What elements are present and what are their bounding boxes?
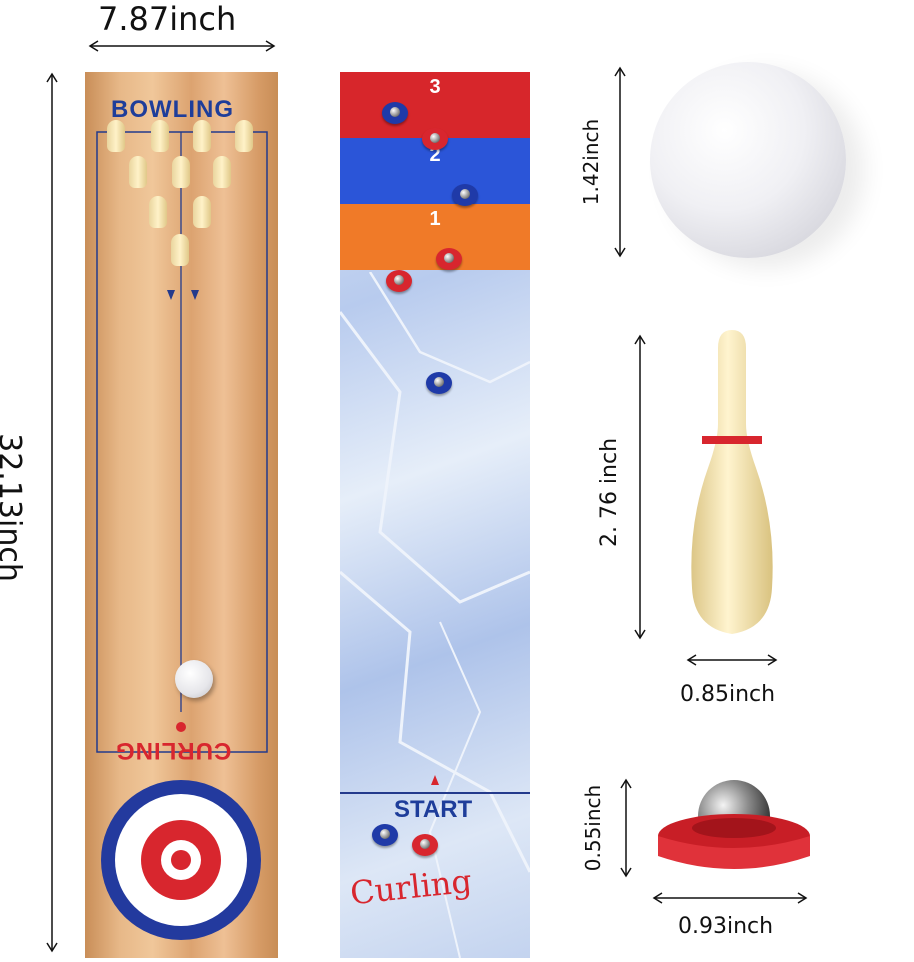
bowling-title: BOWLING [111,96,234,123]
ball-diameter-label: 1.42inch [579,118,604,206]
board-length-label: 32.13inch [0,433,27,582]
puck-height-arrow [616,776,636,880]
pin-width-arrow [684,652,780,668]
pin-icon [213,156,231,188]
pin-icon [235,120,253,152]
board-width-label: 7.87inch [98,0,237,38]
ball-height-arrow [610,64,630,260]
puck-icon [426,372,452,394]
curling-board: 3 2 1 START Curling [340,72,530,958]
puck-icon [412,834,438,856]
pin-height-arrow [630,332,650,642]
zone-3-label: 3 [429,76,441,98]
ice-crack-lines [340,272,530,958]
pin-width-label: 0.85inch [680,682,776,707]
curling-label: CURLING [115,737,232,764]
pin-icon [172,156,190,188]
start-marker-icon [431,775,439,785]
pin-icon [129,156,147,188]
pin-icon [151,120,169,152]
puck-icon [386,270,412,292]
puck-detail-image [650,778,820,878]
puck-width-label: 0.93inch [678,914,774,939]
puck-icon [452,184,478,206]
puck-icon [422,128,448,150]
pin-icon [107,120,125,152]
zone-1: 1 [340,204,530,270]
start-label: START [394,796,473,823]
zone-1-label: 1 [429,208,441,230]
bowling-ball [175,660,213,698]
pin-icon [193,196,211,228]
start-line [340,792,530,794]
zone-2-label: 2 [429,144,441,166]
length-arrow [40,70,64,955]
pin-height-label: 2. 76 inch [597,437,623,548]
bowling-board: BOWLING CURLING [85,72,278,958]
width-arrow [86,30,278,60]
pin-icon [193,120,211,152]
pin-detail-image [684,328,780,638]
puck-icon [436,248,462,270]
puck-icon [372,824,398,846]
puck-height-label: 0.55inch [581,784,606,872]
pin-icon [149,196,167,228]
puck-icon [382,102,408,124]
pin-icon [171,234,189,266]
puck-width-arrow [650,890,810,906]
zone-3: 3 [340,72,530,138]
ball-detail-image [650,62,846,258]
